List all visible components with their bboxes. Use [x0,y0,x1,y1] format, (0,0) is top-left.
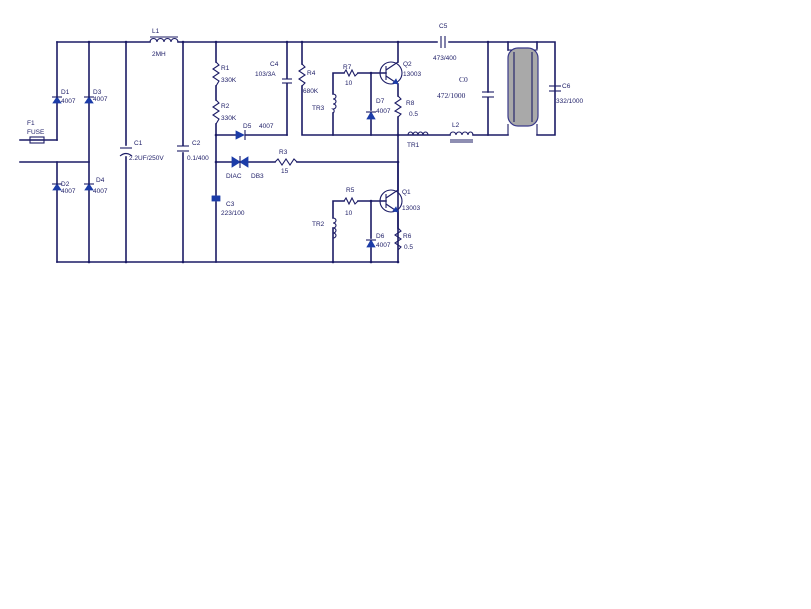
inductor-l1 [149,36,179,43]
label-c0: C0 [459,75,468,84]
label-f1-value: FUSE [27,129,45,136]
label-d2-value: 4007 [61,188,76,195]
label-d5: D5 [243,123,252,130]
inductor-l2 [449,131,474,143]
label-r8: R8 [406,100,415,107]
capacitor-c3 [211,195,221,202]
label-c3: C3 [226,201,235,208]
label-c4: C4 [270,61,279,68]
diode-d7 [366,111,376,120]
label-r3: R3 [279,149,288,156]
label-diac: DIAC [226,173,242,180]
fluorescent-lamp [507,47,539,135]
capacitor-c0 [482,91,494,98]
label-c1-value: 2.2UF/250V [129,155,164,162]
resistor-r1 [212,61,220,87]
winding-tr2 [332,217,337,239]
resistor-r7 [343,68,359,78]
capacitor-c5 [440,36,446,48]
diode-d1 [52,96,62,104]
label-d6: D6 [376,233,385,240]
labels: L1 2MH F1 FUSE D1 4007 D3 4007 D2 4007 D… [27,23,583,251]
label-l1-value: 2MH [152,51,166,58]
label-d1: D1 [61,89,70,96]
label-d2: D2 [61,181,70,188]
capacitor-c1 [119,147,133,157]
label-r8-value: 0.5 [409,111,418,118]
label-c2: C2 [192,140,201,147]
label-r4: R4 [307,70,316,77]
label-d3-value: 4007 [93,96,108,103]
resistor-r2 [212,99,220,125]
transistor-q2 [379,61,403,85]
label-f1: F1 [27,120,35,127]
label-r4-value: 680K [303,88,319,95]
label-c5: C5 [439,23,448,30]
label-d4-value: 4007 [93,188,108,195]
diode-d2 [52,183,62,191]
resistor-r4 [298,63,306,87]
label-r6: R6 [403,233,412,240]
label-tr1: TR1 [407,142,420,149]
resistor-r8 [393,95,402,118]
label-db3: DB3 [251,173,264,180]
label-r5: R5 [346,187,355,194]
label-d7-value: 4007 [376,108,391,115]
label-tr3: TR3 [312,105,325,112]
winding-tr3 [331,93,337,114]
junctions [87,40,490,264]
label-d5-value: 4007 [259,123,274,130]
resistor-r3 [274,158,298,166]
label-d1-value: 4007 [61,98,76,105]
diode-d5 [235,130,246,140]
label-r2-value: 330K [221,115,237,122]
label-q1-value: 13003 [402,205,420,212]
resistor-r5 [343,196,359,206]
resistor-r6 [394,227,402,262]
label-c6: C6 [562,83,571,90]
label-c4-value: 103/3A [255,71,276,78]
winding-tr1 [407,131,429,136]
label-c6-value: 332/1000 [556,98,583,105]
diode-d3 [84,96,94,104]
label-q2: Q2 [403,61,412,68]
label-d3: D3 [93,89,102,96]
label-r6-value: 0.5 [404,244,413,251]
label-l1: L1 [152,28,160,35]
label-r5-value: 10 [345,210,353,217]
label-tr2: TR2 [312,221,325,228]
fuse-f1 [29,136,45,144]
label-d4: D4 [96,177,105,184]
label-c3-value: 223/100 [221,210,245,217]
label-r2: R2 [221,103,230,110]
label-r7: R7 [343,64,352,71]
diode-d6 [366,239,376,248]
label-q2-value: 13003 [403,71,421,78]
transistor-q1 [379,189,403,213]
label-l2: L2 [452,122,460,129]
label-c5-value: 473/400 [433,55,457,62]
label-d6-value: 4007 [376,242,391,249]
label-c2-value: 0.1/400 [187,155,209,162]
label-r1-value: 330K [221,77,237,84]
label-r1: R1 [221,65,230,72]
diac-db3 [231,156,249,168]
label-r7-value: 10 [345,80,353,87]
label-q1: Q1 [402,189,411,196]
label-r3-value: 15 [281,168,289,175]
capacitor-c2 [177,145,189,152]
label-d7: D7 [376,98,385,105]
capacitor-c4 [282,78,292,84]
wires [19,41,556,263]
diode-d4 [84,183,94,191]
label-c1: C1 [134,140,143,147]
label-c0-value: 472/1000 [437,91,466,100]
capacitor-c6 [549,85,561,92]
